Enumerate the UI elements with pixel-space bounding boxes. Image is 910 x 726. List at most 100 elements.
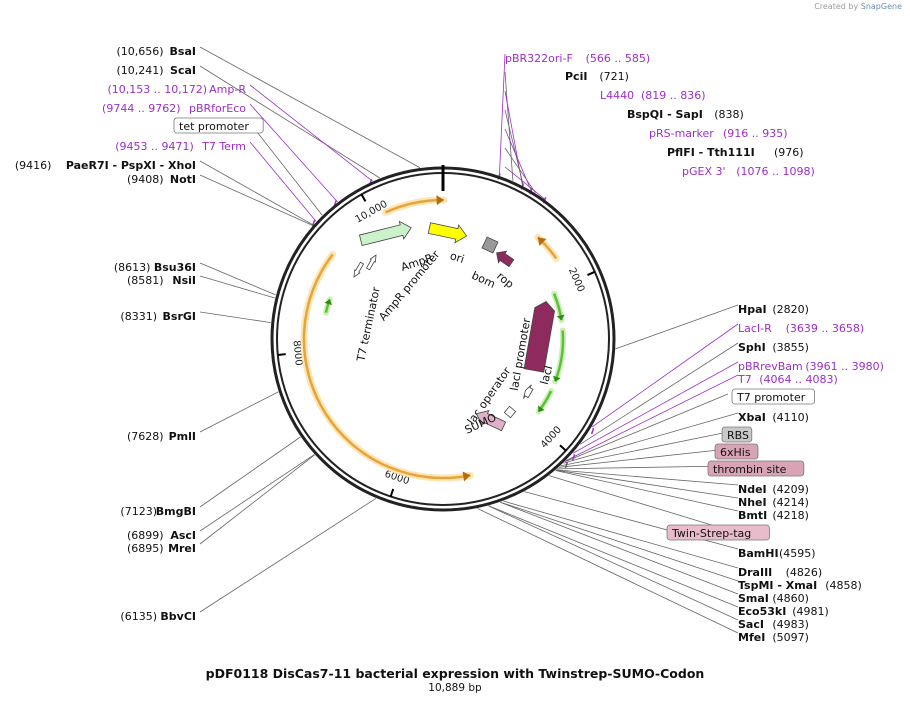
green-arrowhead [324, 299, 333, 306]
label-name: pBRrevBam [738, 360, 803, 373]
site-label-t7: T7(4064 .. 4083) [737, 373, 838, 386]
feature-shape [496, 250, 515, 268]
label-name: pBRforEco [189, 102, 246, 115]
leader-line [199, 311, 271, 323]
feature-rop [496, 250, 515, 268]
label-position: (3639 .. 3658) [786, 322, 865, 335]
leader-line [199, 391, 279, 433]
leader-line [615, 304, 739, 350]
label-position: (2820) [772, 303, 809, 316]
leader-line [504, 166, 545, 200]
label-name: PaeR7I - PspXI - XhoI [66, 159, 196, 172]
label-name: Bsu36I [154, 261, 196, 274]
label-position: (6135) [120, 610, 157, 623]
site-label-xbai: XbaI(4110) [738, 411, 809, 424]
orf-arcs [300, 195, 566, 482]
label-name: BmgBI [156, 505, 196, 518]
label-name: tet promoter [179, 120, 249, 133]
feature-ori [427, 222, 468, 244]
site-label-mfei: MfeI(5097) [738, 631, 809, 644]
label-position: (8581) [127, 274, 164, 287]
tick-label: 2000 [566, 266, 586, 294]
leader-line [199, 46, 420, 168]
site-label-bmgbi: BmgBI(7123) [120, 505, 196, 518]
tick-mark [360, 193, 367, 202]
feature-label: ori [448, 249, 466, 266]
site-label-tspmi-xmai: TspMI - XmaI(4858) [738, 579, 862, 592]
label-name: T7 [737, 373, 752, 386]
site-label-thrombin-site: thrombin site [707, 460, 805, 477]
label-name: LacI-R [738, 322, 772, 335]
label-name: BbvCI [160, 610, 196, 623]
site-label-twin-strep-tag: Twin-Strep-tag [666, 524, 770, 541]
label-name: ScaI [170, 64, 196, 77]
label-name: Eco53kI [738, 605, 786, 618]
feature-label: lacI [538, 364, 555, 386]
leader-line [555, 469, 739, 499]
label-position: (838) [714, 108, 744, 121]
label-name: thrombin site [713, 463, 787, 476]
label-position: (4110) [772, 411, 809, 424]
label-name: Twin-Strep-tag [671, 527, 751, 540]
orf-arrowhead [436, 195, 444, 206]
label-box [714, 443, 759, 460]
label-name: NdeI [738, 483, 767, 496]
label-position: (3961 .. 3980) [805, 360, 884, 373]
leader-line [249, 141, 317, 222]
leader-line [249, 122, 323, 216]
label-name: BamHI [738, 547, 779, 560]
leader-line [199, 65, 381, 179]
label-position: (4218) [772, 509, 809, 522]
site-label-pbr322ori-f: pBR322ori-F(566 .. 585) [505, 52, 650, 65]
feature-laci [523, 301, 555, 373]
leader-line [199, 262, 276, 296]
label-name: pBR322ori-F [505, 52, 573, 65]
label-position: (976) [774, 146, 804, 159]
feature-bom [481, 236, 499, 254]
primer-tick [590, 427, 595, 435]
site-label-l4440: L4440(819 .. 836) [600, 89, 706, 102]
site-label-scai: ScaI(10,241) [117, 64, 196, 77]
site-label-paer7i-pspxi-xhoi: PaeR7I - PspXI - XhoI(9416) [15, 159, 196, 172]
credit-prefix: Created by [814, 2, 859, 11]
feature-lac-operator [503, 405, 517, 419]
label-leader-lines [199, 46, 739, 634]
label-name: HpaI [738, 303, 767, 316]
leader-line [249, 84, 373, 182]
leader-line [580, 342, 739, 445]
site-label-amp-r: Amp-R(10,153 .. 10,172) [107, 83, 246, 96]
site-label-laci-r: LacI-R (3639 .. 3658) [738, 322, 864, 335]
leader-line [500, 501, 739, 595]
label-name: pGEX 3' [682, 165, 726, 178]
primer-tick [311, 219, 316, 227]
label-name: L4440 [600, 89, 634, 102]
tick-mark [277, 353, 286, 356]
site-label-eco53ki: Eco53kI (4981) [738, 605, 829, 618]
label-name: BmtI [738, 509, 767, 522]
label-position: (4595) [779, 547, 816, 560]
leader-line [199, 275, 276, 299]
label-box [666, 524, 770, 541]
site-label-smai: SmaI(4860) [738, 592, 809, 605]
tick-mark [587, 270, 596, 276]
label-box [731, 388, 815, 405]
primer-tick [571, 454, 576, 461]
site-label-hpai: HpaI (2820) [738, 303, 809, 316]
tick-mark [559, 444, 567, 452]
leader-line [477, 508, 739, 634]
site-label-t7-term: T7 Term(9453 .. 9471) [115, 140, 246, 153]
label-name: T7 promoter [736, 391, 806, 404]
label-position: (4981) [792, 605, 829, 618]
green-arrowhead [538, 405, 545, 412]
leader-line [556, 469, 739, 486]
feature-ampr-promoter [365, 254, 377, 271]
site-label-draiii: DraIII(4826) [738, 566, 822, 579]
site-label-t7-promoter: T7 promoter [731, 388, 815, 405]
site-label-bamhi: BamHI(4595) [738, 547, 816, 560]
backbone-inner-ring [276, 172, 610, 506]
label-position: (10,153 .. 10,172) [107, 83, 207, 96]
feature-label: rop [494, 270, 516, 292]
label-box [707, 460, 805, 477]
leader-line [548, 475, 729, 531]
